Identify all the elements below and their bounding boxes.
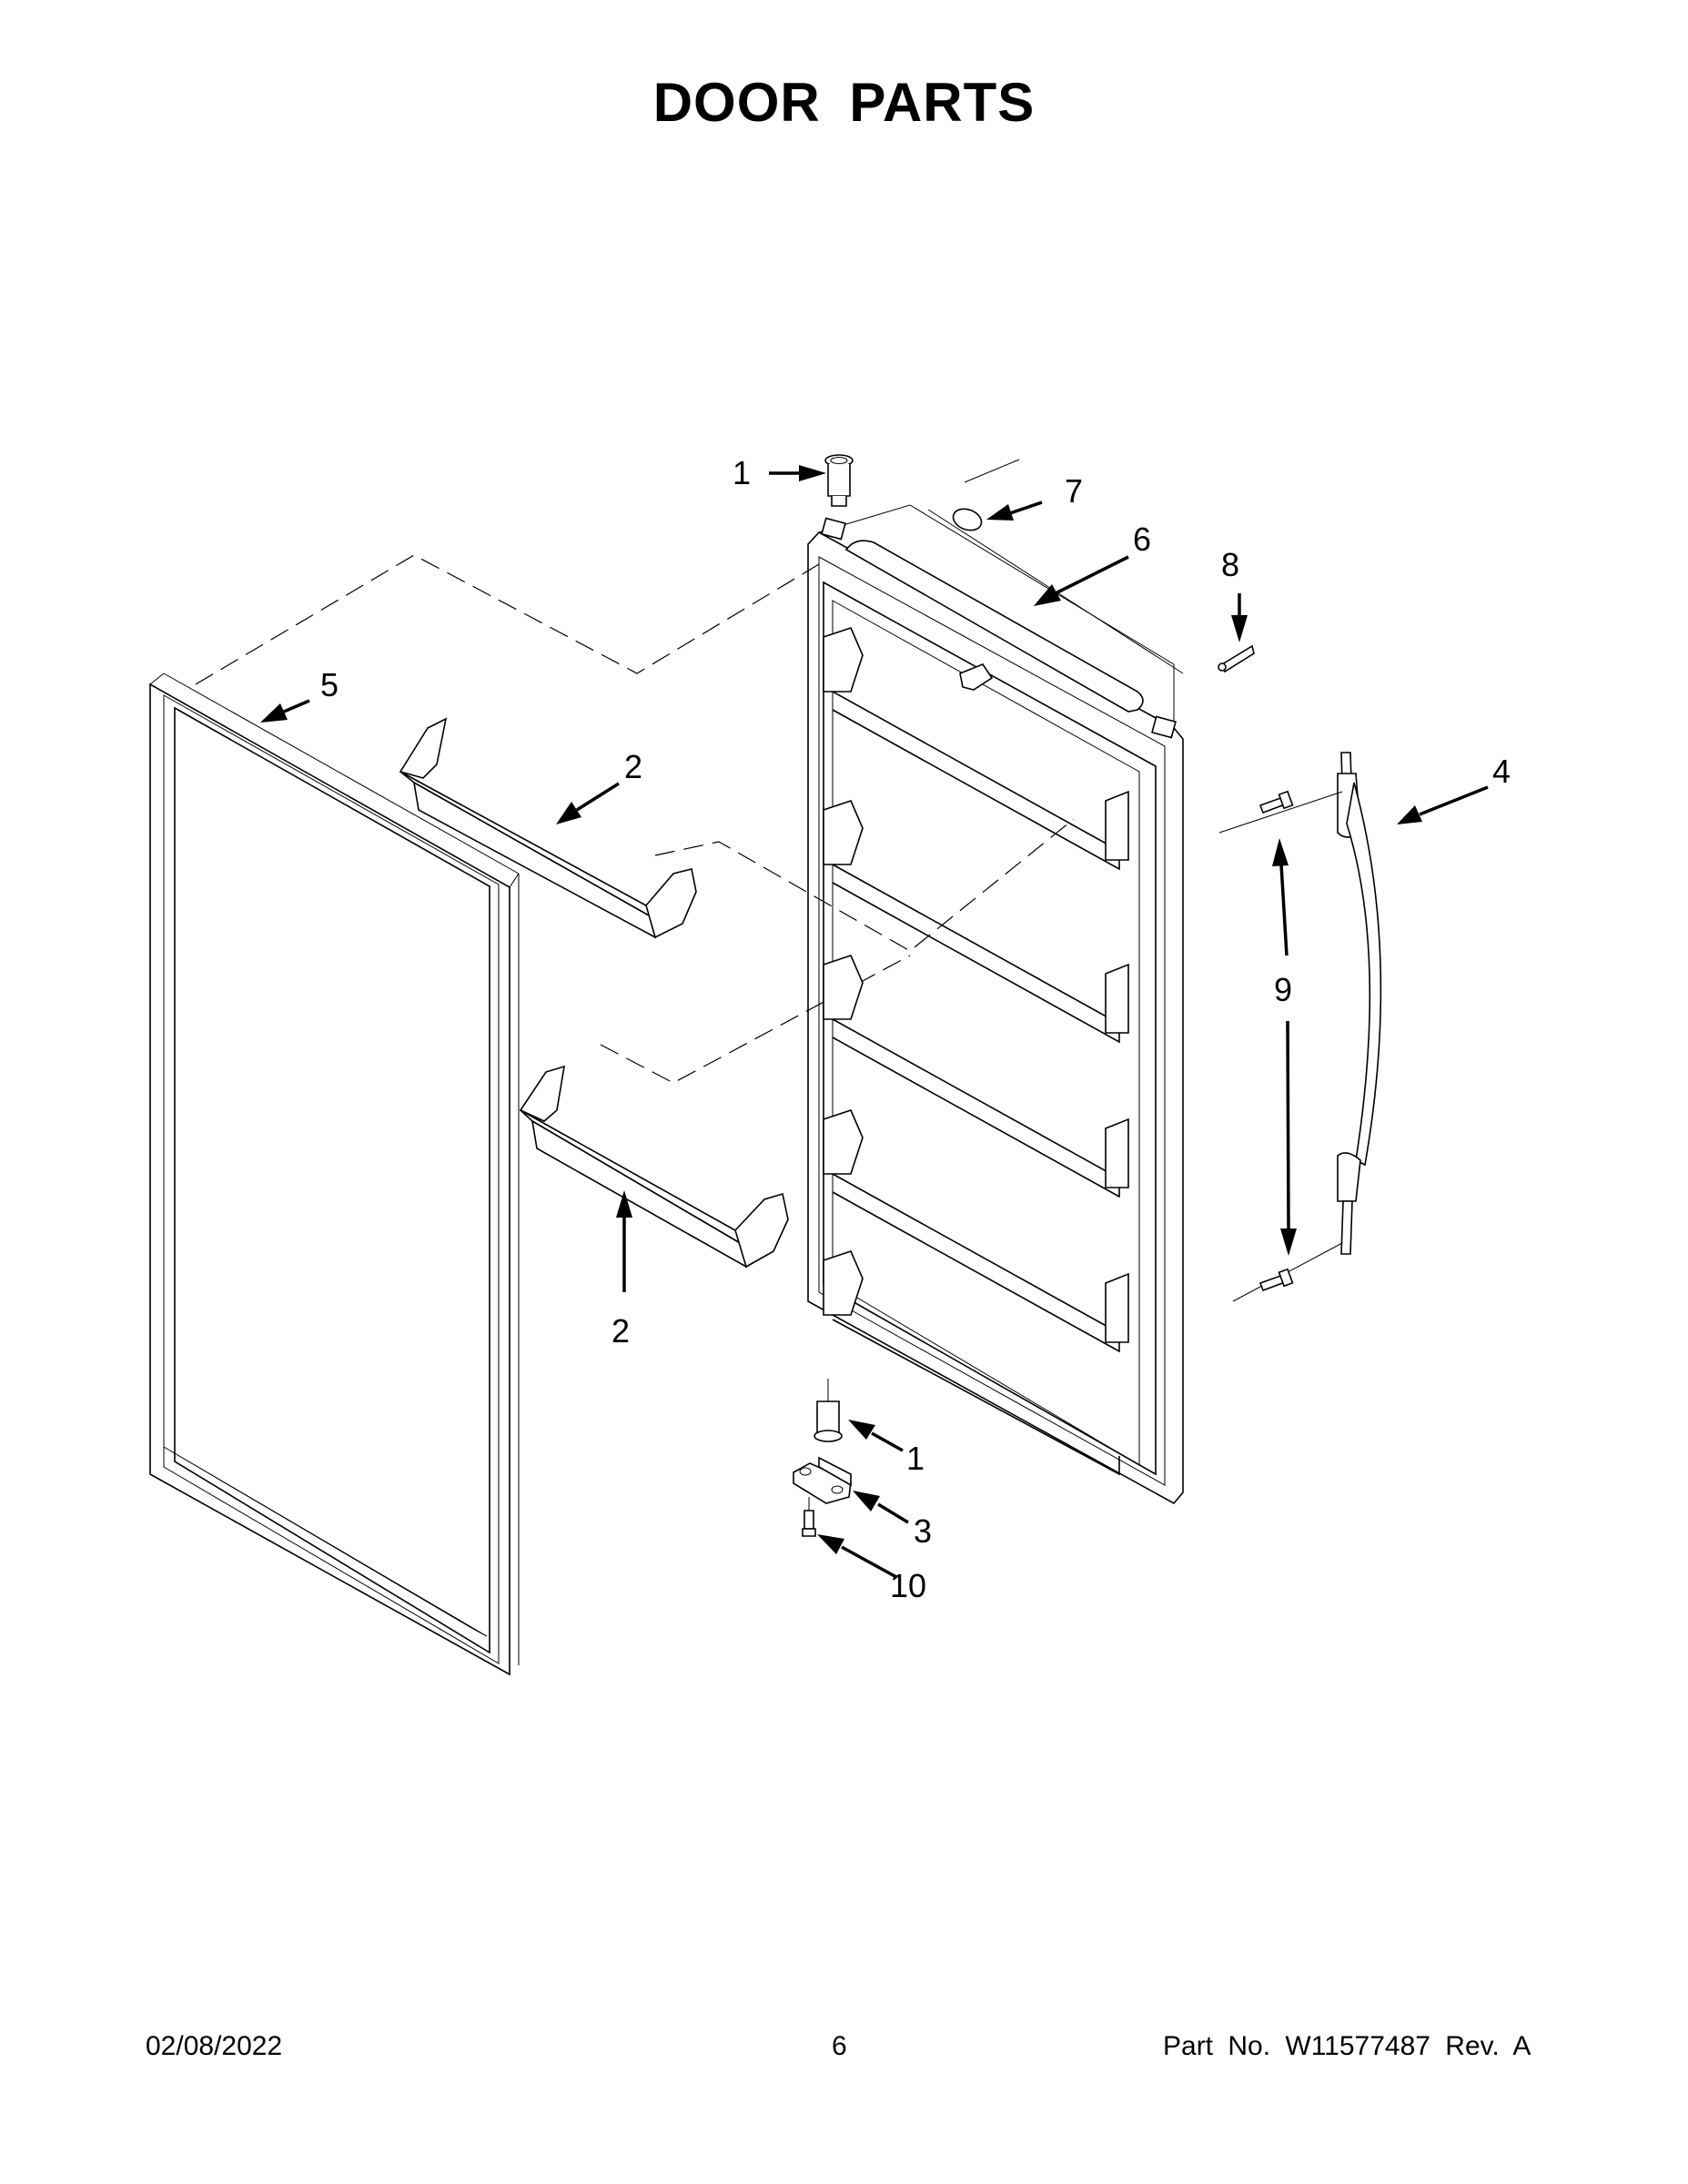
callout-5: 5 bbox=[320, 666, 339, 703]
callout-8: 8 bbox=[1221, 546, 1239, 583]
callout-2-upper: 2 bbox=[624, 748, 642, 785]
hinge-screw-part bbox=[802, 1497, 816, 1537]
footer-page-number: 6 bbox=[832, 2031, 847, 2061]
callout-3: 3 bbox=[914, 1512, 932, 1550]
callout-10: 10 bbox=[890, 1567, 926, 1604]
hinge-bushing-top-part bbox=[824, 454, 854, 507]
callout-1-bottom: 1 bbox=[906, 1440, 925, 1477]
footer-date: 02/08/2022 bbox=[146, 2031, 283, 2061]
callout-4: 4 bbox=[1492, 753, 1511, 790]
page-title: DOOR PARTS bbox=[652, 72, 1036, 133]
callout-2-lower: 2 bbox=[612, 1312, 630, 1350]
callout-7: 7 bbox=[1065, 472, 1083, 510]
callout-arrows bbox=[260, 465, 1489, 1579]
assembly-guide-lines bbox=[195, 459, 1075, 1084]
round-plug-part bbox=[952, 508, 983, 531]
bottom-hinge-part bbox=[793, 1456, 852, 1504]
callout-1-top: 1 bbox=[733, 454, 751, 491]
hinge-bushing-bottom-part bbox=[814, 1379, 843, 1442]
callout-6: 6 bbox=[1133, 521, 1151, 558]
door-handle-part bbox=[1218, 752, 1382, 1302]
callout-9: 9 bbox=[1274, 971, 1292, 1008]
door-bin-lower-part bbox=[519, 1065, 789, 1269]
door-stop-pin-part bbox=[1218, 644, 1255, 673]
door-assembly-part bbox=[807, 504, 1184, 1505]
callout-labels: 1 7 6 8 5 2 4 9 2 1 3 10 bbox=[320, 454, 1511, 1604]
door-gasket-part bbox=[149, 672, 520, 1676]
footer-part-number: Part No. W11577487 Rev. A bbox=[1163, 2031, 1531, 2061]
handle-screws-part bbox=[1258, 790, 1294, 1292]
door-bin-upper-part bbox=[399, 717, 697, 939]
